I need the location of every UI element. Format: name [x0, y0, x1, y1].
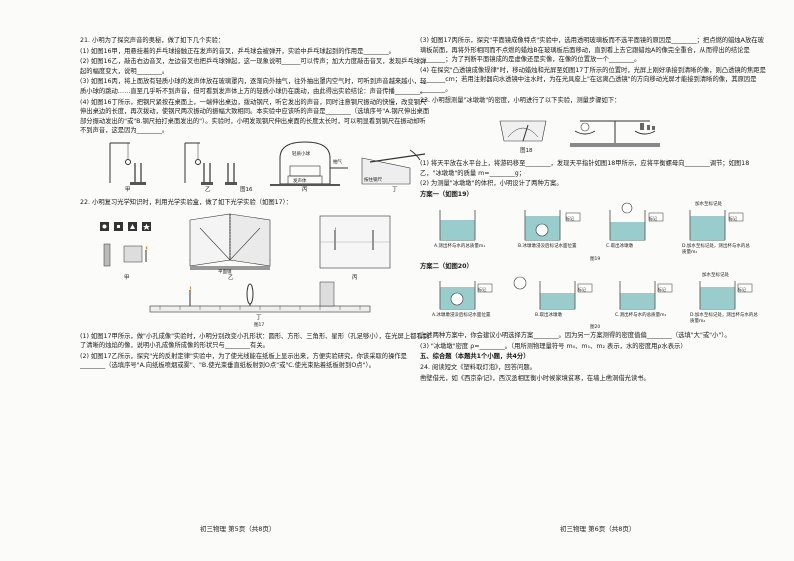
plan2-step-a: A.冰墩墩浸没后标记水面位置: [432, 313, 491, 319]
figure-20: 标记 标记 标记 标记 加水至标记处 A.冰墩墩浸没后标记水面位置 B.取出冰墩…: [420, 273, 770, 330]
left-column: 21. 小明为了探究声音的奥秘，做了如下几个实验： (1) 如图16甲，用悬挂着…: [80, 36, 430, 372]
plan1-mark-3: 标记: [729, 215, 737, 221]
plan2-caption: 图20: [590, 325, 601, 331]
plan1-mark-1: 标记: [566, 215, 574, 221]
figure-18-drawing: [499, 120, 660, 148]
q23-part2: (2) 为测量"冰墩墩"的体积，小明设计了两种方案。: [420, 180, 563, 188]
plan2-mark-1: 标记: [478, 287, 486, 293]
figure-19-drawing: [439, 202, 744, 240]
q23-part4: (3) "冰墩墩"密度 ρ=________。（用所测物理量符号 m₀、m₁、m…: [420, 342, 687, 350]
fig17-label-a: 甲: [124, 274, 130, 281]
plan2-mark-2: 标记: [578, 287, 586, 293]
plan1-mark-2: 标记: [649, 215, 657, 221]
figure-19: 标记 标记 标记 加水至标记处 A.测出杯与水的总质量m₁ B.冰墩墩浸没后标记…: [420, 201, 770, 262]
q21-part2: (2) 如图16乙，敲击右边音叉，左边音叉也把乒乓球弹起，这一现象说明_____…: [80, 58, 427, 75]
plan2-tag: 加水至标记处: [702, 273, 729, 279]
figure-17: 甲 乙 丙 丁 图17 平面镜: [80, 210, 430, 330]
plan2-mark-4: 标记: [738, 287, 746, 293]
figure-16: 甲 乙 丙 丁 图16 轻质小球 发声体 抽气 按住钢尺: [80, 138, 430, 196]
q22-part3: (3) 如图17丙所示，探究"平面镜成像特点"实验中，选用透明玻璃板而不选平面镜…: [420, 37, 764, 64]
right-footer: 初三物理 第6页（共8页）: [560, 525, 636, 533]
plan2-mark-3: 标记: [658, 287, 666, 293]
plan1-title: 方案一（如图19）: [420, 190, 473, 198]
q23-part3: 上述两种方案中，你会建议小明选择方案________。因为另一方案测得的密度值偏…: [420, 332, 731, 340]
plan1-step-a: A.测出杯与水的总质量m₁: [434, 243, 486, 249]
fig16-text-source: 发声体: [293, 178, 307, 184]
fig18-caption: 图18: [520, 148, 533, 155]
plan2-step-d: D.加水至标记处，测出杯与水的总质量m₂: [690, 313, 758, 325]
plan2-step-c: C.测出杯与水的总质量m₁: [615, 313, 667, 319]
q24-text: 凿壁借光，如《西京杂记》，西汉丞相匡衡小时候家境贫寒，在墙上凿洞借光读书。: [420, 374, 650, 382]
figure-16-drawing: [109, 141, 426, 186]
fig16-label-a: 甲: [125, 186, 131, 193]
fig16-text-pump: 抽气: [333, 159, 342, 165]
fig17-label-d: 丁: [256, 314, 262, 321]
plan1-caption: 图19: [590, 256, 601, 262]
q21-part3: (3) 如图16丙，将上面放有轻质小球的发声体放在玻璃罩内，逐渐向外抽气，往外抽…: [80, 78, 427, 95]
fig17-label-c: 丙: [352, 274, 358, 281]
right-column: (3) 如图17丙所示，探究"平面镜成像特点"实验中，选用透明玻璃板而不选平面镜…: [420, 36, 770, 384]
fig16-label-b: 乙: [205, 186, 211, 193]
plan2-step-b: B.取出冰墩墩: [535, 313, 563, 319]
fig16-label-d: 丁: [392, 186, 398, 193]
fig16-text-ball: 轻质小球: [292, 151, 310, 157]
q23-intro: 23. 小明想测量"冰墩墩"的密度，小明进行了以下实验，测量步骤如下：: [420, 96, 621, 104]
q21-intro: 21. 小明为了探究声音的奥秘，做了如下几个实验：: [80, 37, 225, 44]
q22-part2: (2) 如图17乙所示，探究"光的反射定律"实验中，为了使光线能在纸板上显示出来…: [80, 352, 407, 370]
q22-part4: (4) 在探究"凸透镜成像规律"时，移动蜡烛和光屏至如图17丁所示的位置时，光屏…: [420, 66, 766, 93]
q22-part1: (1) 如图17甲所示，做"小孔成像"实验时，小明分别改变小孔形状：圆形、方形、…: [80, 332, 430, 350]
figure-20-drawing: [439, 276, 753, 310]
q24-intro: 24. 阅读短文《塑料取灯泡》，回答问题。: [420, 363, 536, 371]
fig16-caption: 图16: [240, 186, 253, 193]
plan1-step-c: C.取出冰墩墩: [606, 243, 634, 249]
fig16-label-c: 丙: [302, 186, 308, 193]
fig17-caption: 图17: [254, 322, 265, 328]
fig17-text-mirror: 平面镜: [218, 269, 232, 275]
plan1-step-b: B.冰墩墩浸没后标记水面位置: [518, 243, 577, 249]
q21-part4: (4) 如图16丁所示，把钢尺紧按在桌面上，一端伸出桌边，拨动钢尺，听它发出的声…: [80, 98, 430, 135]
plan1-step-d: D.加水至标记处，测出杯与水的总质量m₂: [682, 243, 750, 255]
section5-title: 五、综合题（本题共1个小题，共4分）: [420, 353, 530, 361]
q21-part1: (1) 如图16甲，用悬挂着的乒乓球接触正在发声的音叉，乒乓球会被弹开，实验中乒…: [80, 47, 395, 55]
plan1-tag: 加水至标记处: [695, 201, 722, 207]
q22-intro: 22. 小明复习光学知识时，利用光学实验盒，做了如下光学实验（如图17）：: [80, 198, 293, 206]
q23-part1: (1) 将天平放在水平台上，将游码移至________，发现天平指针如图18甲所…: [420, 160, 750, 177]
figure-18: 图18: [420, 107, 770, 157]
figure-17-drawing: [100, 213, 391, 312]
left-footer: 初三物理 第5页（共8页）: [200, 525, 276, 533]
plan2-title: 方案二（如图20）: [420, 262, 473, 270]
fig16-text-hold: 按住钢尺: [364, 177, 382, 183]
fig17-label-b: 乙: [228, 274, 234, 281]
